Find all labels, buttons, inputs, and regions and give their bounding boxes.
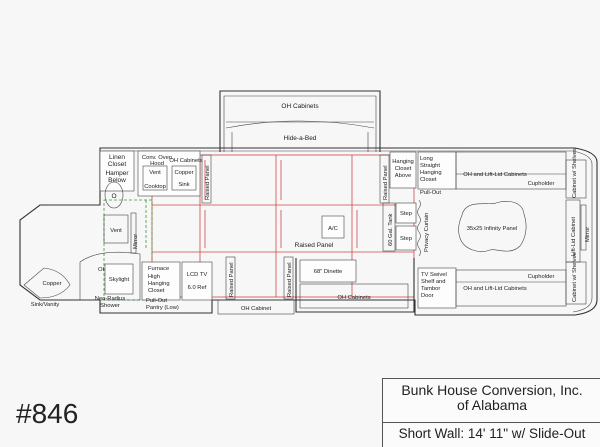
high-hanging-label-1: High (148, 274, 160, 280)
oh-cabinets-bottom-label: OH Cabinets (337, 295, 370, 301)
hanging-closet-label-3: Above (395, 173, 411, 179)
tv-swivel-label-4: Door (421, 293, 434, 299)
linen-closet: Linen Closet Hamper Below (99, 150, 135, 192)
toilet: O (104, 181, 124, 209)
company-name: Bunk House Conversion, Inc. of Alabama (383, 383, 600, 413)
center-ceiling: A/C Raised Panel (295, 215, 345, 249)
oh-lift-lid-top-label: OH and Lift-Lid Cabinets (463, 172, 527, 178)
sink-kitchen-label: Sink (178, 182, 189, 188)
copper-kitchen-label: Copper (174, 170, 193, 176)
conv-oven-label-1: Conv. Oven (142, 155, 172, 161)
lcd-tv-label: LCD TV (187, 272, 208, 278)
pull-out-pantry-label-1: Pull-Out (146, 298, 167, 304)
raised-panel-v2-label: Raised Panel (287, 263, 293, 297)
furnace-label: Furnace (148, 266, 169, 272)
raised-panel-right-top-label: Raised Panel (383, 166, 389, 200)
dinette: 68" Dinette OH Cabinets (295, 258, 415, 313)
long-straight-label-2: Straight (420, 163, 440, 169)
tv-swivel-shelf: TV Swivel Shelf and Tambor Door (417, 267, 457, 309)
refrigerator: LCD TV 6.0 Ref (181, 261, 213, 301)
gal-tank-label: 60 Gal. Tank (388, 213, 394, 246)
sink-vanity-label: Sink/Vanity (31, 302, 60, 308)
mirror-right-label: Mirror (585, 227, 591, 242)
pull-out-label: Pull-Out (420, 190, 441, 196)
cupholder-bottom-label: Cupholder (528, 274, 555, 280)
ref-label: 6.0 Ref (188, 285, 207, 291)
toilet-symbol-label: O (111, 193, 116, 200)
long-straight-closet: Long Straight Hanging Closet (417, 151, 457, 190)
pull-out-pantry-label-2: Pantry (Low) (146, 305, 179, 311)
infinity-panel: 35x25 Infinity Panel (458, 201, 527, 252)
hamper-label-1: Hamper (105, 170, 129, 177)
raised-panel-upper: Raised Panel Raised Panel (201, 154, 390, 204)
oh-lift-lid-bottom-label: OH and Lift-Lid Cabinets (463, 286, 527, 292)
company-line-1: Bunk House Conversion, Inc. (401, 382, 583, 398)
model-number: #846 (16, 398, 79, 429)
kitchen-counter: Conv. Oven Hood OH Cabinets Vent Copper … (137, 150, 203, 197)
bath-sink: Copper Sink/Vanity (23, 267, 71, 308)
dinette-label: 68" Dinette (314, 269, 342, 275)
hanging-closet: Hanging Closet Above (389, 151, 417, 189)
lift-lid-cabinets-bottom: Cupholder OH and Lift-Lid Cabinets Cabin… (455, 252, 587, 307)
wall-note: Short Wall: 14' 11" w/ Slide-Out (398, 426, 586, 441)
long-straight-label-1: Long (420, 156, 433, 162)
ac-label: A/C (328, 226, 338, 232)
hamper-label-2: Below (108, 177, 126, 184)
company-line-2: of Alabama (456, 397, 528, 413)
step-label-1: Step (400, 211, 412, 217)
high-hanging-label-2: Hanging (148, 281, 170, 287)
furnace-closet: Furnace High Hanging Closet Pull-Out Pan… (141, 261, 181, 311)
slide-out-top: OH Cabinets Hide-a-Bed (219, 90, 381, 152)
skylight-label: Skylight (109, 277, 130, 283)
hanging-closet-label-1: Hanging (392, 159, 414, 165)
tv-swivel-label-2: Shelf and (421, 279, 446, 285)
raised-panel-left-top-label: Raised Panel (205, 166, 211, 200)
infinity-panel-label: 35x25 Infinity Panel (467, 226, 518, 232)
vent-kitchen-label: Vent (149, 170, 161, 176)
tv-swivel-label-3: Tambor (421, 286, 440, 292)
shower: OI Skylight Neo-Radius Shower (79, 251, 141, 309)
oh-cabinets-top-label: OH Cabinets (281, 103, 319, 110)
neo-radius-label-2: Shower (100, 303, 120, 309)
vent-bath-label: Vent (110, 228, 122, 234)
linen-label-2: Closet (108, 161, 127, 168)
cupholder-top-label: Cupholder (528, 181, 555, 187)
lift-lid-cabinets-top: OH and Lift-Lid Cabinets Cupholder Cabin… (455, 148, 587, 199)
tank-and-steps: 60 Gal. Tank Pull-Out Step Step (382, 190, 441, 252)
oh-cabinets-kitchen-label: OH Cabinets (169, 158, 202, 164)
oh-cabinet-bottom: OH Cabinet (217, 299, 295, 315)
title-block: Bunk House Conversion, Inc. of Alabama S… (382, 378, 600, 447)
linen-label-1: Linen (109, 154, 125, 161)
right-wall-cabinets: Lift-Lid Cabinet Mirror (565, 199, 591, 263)
cabinet-shelves-top-label: Cabinet w/ Shelves (572, 148, 578, 198)
oi-mark-label: OI (98, 267, 105, 273)
raised-panel-center-label: Raised Panel (295, 242, 334, 249)
oh-cabinet-bottom-label: OH Cabinet (241, 306, 272, 312)
privacy-curtain-label: Privacy Curtain (424, 213, 430, 252)
neo-radius-label-1: Neo-Radius (95, 296, 126, 302)
title-block-divider (383, 422, 600, 423)
hanging-closet-label-2: Closet (395, 166, 412, 172)
cabinet-shelves-bottom-label: Cabinet w/ Shelves (572, 252, 578, 302)
mirror-label: Mirror (133, 234, 139, 249)
raised-panel-v1-label: Raised Panel (229, 263, 235, 297)
lift-lid-cabinet-label: Lift-Lid Cabinet (571, 217, 577, 256)
raised-panel-lower: Raised Panel Raised Panel (225, 256, 294, 300)
step-label-2: Step (400, 236, 412, 242)
long-straight-label-3: Hanging (420, 170, 442, 176)
high-hanging-label-3: Closet (148, 288, 165, 294)
long-straight-label-4: Closet (420, 177, 437, 183)
cooktop-label: Cooktop (144, 184, 166, 190)
conv-oven-label-2: Hood (150, 161, 164, 167)
copper-bath-label: Copper (42, 281, 61, 287)
hide-a-bed-label: Hide-a-Bed (284, 135, 317, 142)
privacy-curtain: Privacy Curtain (417, 199, 430, 257)
tv-swivel-label-1: TV Swivel (421, 272, 447, 278)
